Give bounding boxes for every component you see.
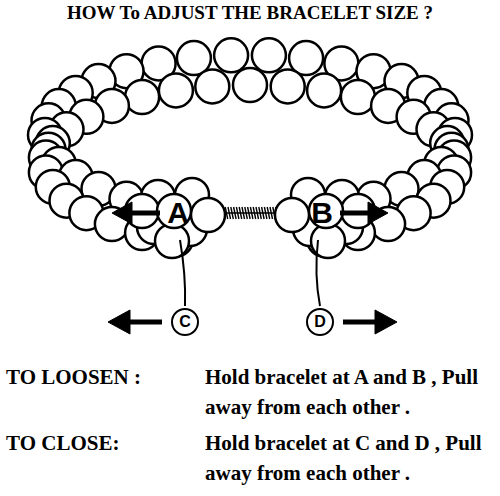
bead xyxy=(233,68,267,102)
bead xyxy=(191,198,225,232)
coil-turn xyxy=(231,207,234,219)
bead xyxy=(271,69,305,103)
bead xyxy=(195,69,229,103)
bead xyxy=(307,73,341,107)
coil-turn xyxy=(228,207,231,219)
diagram-title: HOW To ADJUST THE BRACELET SIZE ? xyxy=(0,2,500,24)
bead xyxy=(309,194,343,228)
cord-ends xyxy=(180,240,320,306)
coil-turn xyxy=(248,207,251,219)
pull-arrows xyxy=(108,202,397,334)
bead xyxy=(252,38,286,72)
arrow-shaft xyxy=(128,211,160,216)
coil-turn xyxy=(267,207,270,219)
instruction-heading: TO LOOSEN : xyxy=(6,362,141,392)
instruction-heading: TO CLOSE: xyxy=(6,428,119,458)
arrow-head xyxy=(112,202,132,224)
coil-turn xyxy=(256,207,259,219)
coil-turn xyxy=(262,207,265,219)
coil-turn xyxy=(234,207,237,219)
bead-clusters xyxy=(125,178,375,258)
callout-circle: D xyxy=(306,308,334,336)
bead xyxy=(275,198,309,232)
coil-turn xyxy=(242,207,245,219)
arrow-shaft xyxy=(340,211,372,216)
coil-turn xyxy=(253,207,256,219)
instruction-text: Hold bracelet at A and B , Pull away fro… xyxy=(205,362,493,422)
cord-end-line xyxy=(180,240,185,306)
coil-turn xyxy=(250,207,253,219)
bead xyxy=(125,80,159,114)
instruction-text: Hold bracelet at C and D , Pull away fro… xyxy=(205,428,493,488)
arrow-head xyxy=(108,310,130,334)
point-letter: B xyxy=(311,198,333,228)
cord-end-line xyxy=(316,240,320,306)
callout-letter: C xyxy=(179,314,191,330)
bead xyxy=(341,80,375,114)
bead xyxy=(157,194,191,228)
arrow-head xyxy=(375,310,397,334)
bead xyxy=(214,38,248,72)
callout-letter: D xyxy=(314,314,326,330)
callout-circle: C xyxy=(171,308,199,336)
point-letter: A xyxy=(167,198,189,228)
coil-turn xyxy=(245,207,248,219)
coil-turn xyxy=(264,207,267,219)
arrow-shaft xyxy=(126,320,162,325)
coil-turn xyxy=(259,207,262,219)
coil-turn xyxy=(236,207,239,219)
bead xyxy=(159,73,193,107)
arrow-shaft xyxy=(343,320,379,325)
bead-rows xyxy=(28,38,472,256)
coil-turn xyxy=(270,207,273,219)
arrow-head xyxy=(368,202,388,224)
coil-turn xyxy=(239,207,242,219)
